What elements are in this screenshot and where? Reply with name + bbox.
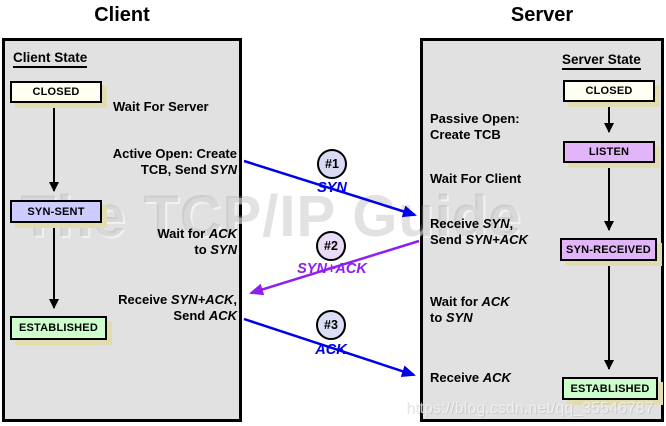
server-note-receive-syn: Receive SYN,Send SYN+ACK bbox=[430, 216, 528, 247]
message-2-badge: #2 bbox=[316, 231, 346, 261]
server-state-syn-received: SYN-RECEIVED bbox=[560, 238, 657, 261]
server-note-wait-for-client: Wait For Client bbox=[430, 171, 522, 186]
message-1-badge: #1 bbox=[317, 149, 347, 179]
server-state-established: ESTABLISHED bbox=[562, 377, 658, 400]
client-title: Client bbox=[94, 4, 150, 26]
synack-label: SYN+ACK bbox=[297, 261, 367, 277]
client-state-established: ESTABLISHED bbox=[10, 316, 107, 340]
client-note-wait-for-server: Wait For Server bbox=[113, 99, 209, 114]
server-panel bbox=[420, 38, 664, 422]
client-state-syn-sent: SYN-SENT bbox=[10, 200, 102, 223]
ack-label: ACK bbox=[315, 342, 347, 358]
client-note-receive-synack: Receive SYN+ACK,Send ACK bbox=[118, 292, 237, 323]
syn-label: SYN bbox=[317, 180, 347, 196]
server-note-passive-open: Passive Open:Create TCB bbox=[430, 111, 520, 142]
client-state-closed: CLOSED bbox=[10, 81, 102, 103]
server-title: Server bbox=[510, 4, 574, 26]
server-state-listen: LISTEN bbox=[563, 141, 655, 163]
server-note-receive-ack: Receive ACK bbox=[430, 370, 511, 385]
client-state-header: Client State bbox=[13, 50, 88, 68]
message-3-badge: #3 bbox=[316, 310, 346, 340]
server-state-header: Server State bbox=[562, 52, 641, 70]
server-state-closed: CLOSED bbox=[563, 80, 655, 102]
